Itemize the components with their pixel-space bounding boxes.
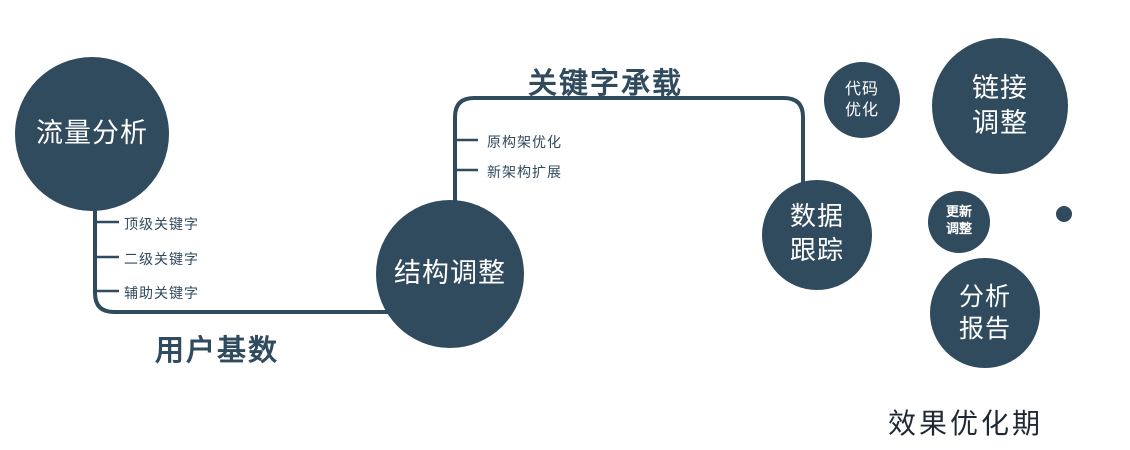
connector-traffic-to-structure	[93, 200, 392, 314]
edge-label-keyword-carry: 关键字承载	[528, 66, 684, 100]
node-analysis-report-line2: 报告	[958, 314, 1011, 343]
node-link-adjust: 链接 调整	[932, 38, 1068, 174]
branch-label-second-keyword: 二级关键字	[124, 252, 199, 268]
node-analysis-report: 分析 报告	[930, 258, 1040, 368]
node-update-adjust-line1: 更新	[945, 205, 972, 221]
edge-label-user-base: 用户基数	[155, 333, 280, 367]
node-traffic-analysis: 流量分析	[15, 57, 169, 211]
node-analysis-report-line1: 分析	[958, 281, 1011, 311]
node-structure-adjust-label: 结构调整	[394, 258, 506, 290]
connector-structure-to-tracking	[453, 96, 805, 204]
node-update-adjust-line2: 调整	[945, 222, 972, 237]
branch-label-top-keyword: 顶级关键字	[124, 217, 199, 233]
footer-phase-label: 效果优化期	[888, 407, 1044, 440]
node-data-tracking: 数据 跟踪	[762, 180, 872, 290]
node-link-adjust-line1: 链接	[972, 72, 1028, 104]
branch-label-arch-optimize: 原构架优化	[487, 135, 562, 151]
node-code-optimize-line2: 优化	[844, 100, 879, 119]
node-code-optimize: 代码 优化	[824, 62, 900, 138]
node-structure-adjust: 结构调整	[376, 200, 524, 348]
node-data-tracking-line2: 跟踪	[789, 236, 844, 266]
node-link-adjust-line2: 调整	[972, 108, 1028, 139]
branch-label-aux-keyword: 辅助关键字	[124, 286, 199, 302]
node-traffic-analysis-label: 流量分析	[36, 118, 148, 150]
node-data-tracking-line1: 数据	[789, 202, 844, 233]
branch-label-arch-expand: 新架构扩展	[487, 165, 562, 181]
node-update-adjust: 更新 调整	[928, 191, 990, 253]
node-code-optimize-line1: 代码	[844, 79, 879, 99]
small-dot-marker	[1056, 206, 1072, 222]
